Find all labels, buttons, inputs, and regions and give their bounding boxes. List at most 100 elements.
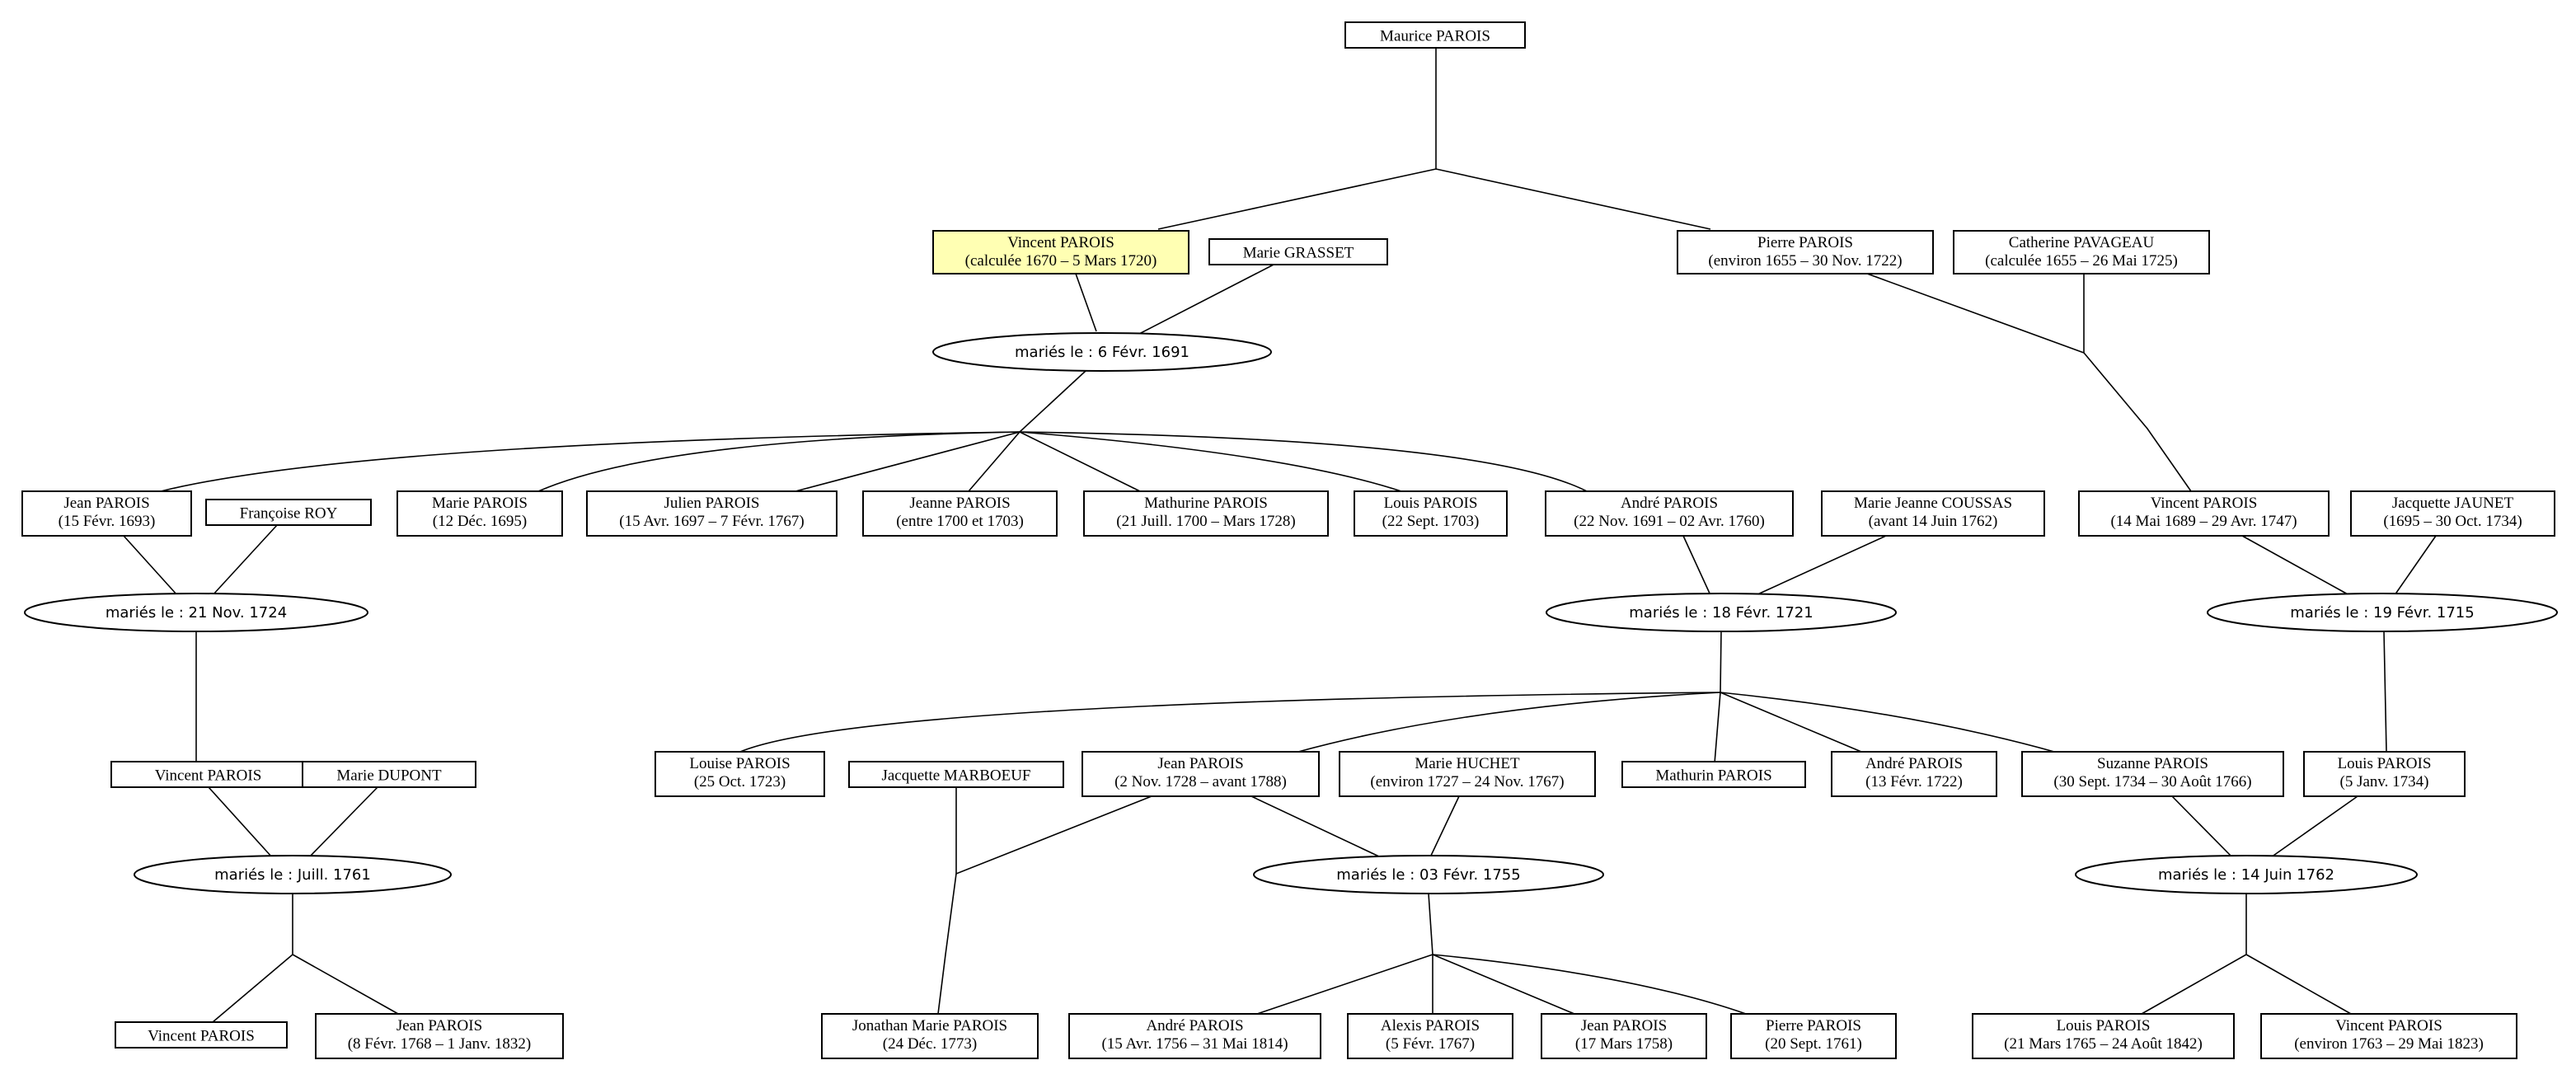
edge — [1428, 893, 1433, 955]
marriage-node-m1761[interactable]: mariés le : Juill. 1761 — [134, 855, 452, 894]
marriage-oval — [1546, 593, 1897, 632]
person-name: Alexis PAROIS — [1381, 1017, 1480, 1034]
person-node-grasset[interactable]: Marie GRASSET — [1208, 238, 1388, 265]
person-node-vincent5[interactable]: Vincent PAROIS(environ 1763 – 29 Mai 182… — [2260, 1013, 2517, 1059]
edge — [208, 786, 273, 858]
person-node-alexis[interactable]: Alexis PAROIS(5 Févr. 1767) — [1347, 1013, 1513, 1059]
person-node-dupont[interactable]: Marie DUPONT — [302, 761, 476, 788]
person-node-jean3[interactable]: Jean PAROIS(8 Févr. 1768 – 1 Janv. 1832) — [315, 1013, 564, 1059]
person-node-vincent3[interactable]: Vincent PAROIS — [110, 761, 306, 788]
edge — [968, 431, 1021, 492]
marriage-node-m1755[interactable]: mariés le : 03 Févr. 1755 — [1253, 855, 1604, 894]
person-name: Jonathan Marie PAROIS — [852, 1017, 1007, 1034]
person-box — [110, 761, 306, 788]
person-box — [396, 490, 563, 537]
edge — [1075, 273, 1097, 332]
person-node-roy[interactable]: Françoise ROY — [205, 499, 372, 526]
person-node-jean2[interactable]: Jean PAROIS(2 Nov. 1728 – avant 1788) — [1082, 751, 1320, 797]
edge — [212, 523, 279, 596]
edge — [2270, 795, 2358, 858]
person-node-louise[interactable]: Louise PAROIS(25 Oct. 1723) — [655, 751, 825, 797]
marriage-oval — [932, 332, 1272, 372]
person-node-marie1[interactable]: Marie PAROIS(12 Déc. 1695) — [396, 490, 563, 537]
person-dates: (14 Mai 1689 – 29 Avr. 1747) — [2110, 513, 2297, 530]
person-dates: (30 Sept. 1734 – 30 Août 1766) — [2053, 773, 2251, 790]
person-box — [115, 1021, 288, 1049]
person-node-huchet[interactable]: Marie HUCHET(environ 1727 – 24 Nov. 1767… — [1339, 751, 1596, 797]
person-box — [1347, 1013, 1513, 1059]
edge — [1297, 692, 1721, 753]
person-box — [821, 1013, 1039, 1059]
person-name: Jacquette MARBOEUF — [881, 767, 1030, 785]
person-name: Jacquette JAUNET — [2392, 495, 2514, 512]
marriage-oval — [134, 855, 452, 894]
person-name: Jean PAROIS — [1157, 755, 1243, 772]
person-node-coussas[interactable]: Marie Jeanne COUSSAS(avant 14 Juin 1762) — [1821, 490, 2045, 537]
person-node-vincent4[interactable]: Vincent PAROIS — [115, 1021, 288, 1049]
person-box — [1354, 490, 1508, 537]
person-node-pierre1[interactable]: Pierre PAROIS(environ 1655 – 30 Nov. 172… — [1677, 230, 1934, 274]
person-node-mathurin[interactable]: Mathurin PAROIS — [1621, 761, 1806, 788]
person-box — [862, 490, 1058, 537]
person-node-maurice[interactable]: Maurice PAROIS — [1344, 21, 1526, 49]
edge — [1714, 692, 1721, 764]
marriage-node-m1724[interactable]: mariés le : 21 Nov. 1724 — [24, 593, 368, 632]
person-node-andre3[interactable]: André PAROIS(15 Avr. 1756 – 31 Mai 1814) — [1068, 1013, 1321, 1059]
person-dates: (15 Févr. 1693) — [59, 513, 156, 530]
person-node-vincent2[interactable]: Vincent PAROIS(14 Mai 1689 – 29 Avr. 174… — [2078, 490, 2330, 537]
edge — [160, 431, 1021, 492]
person-node-jeanne[interactable]: Jeanne PAROIS(entre 1700 et 1703) — [862, 490, 1058, 537]
marriage-oval — [1253, 855, 1604, 894]
marriage-node-m1721[interactable]: mariés le : 18 Févr. 1721 — [1546, 593, 1897, 632]
person-dates: (25 Oct. 1723) — [694, 773, 786, 790]
person-box — [2260, 1013, 2517, 1059]
person-node-louis3[interactable]: Louis PAROIS(21 Mars 1765 – 24 Août 1842… — [1972, 1013, 2235, 1059]
person-node-jean4[interactable]: Jean PAROIS(17 Mars 1758) — [1541, 1013, 1707, 1059]
tree-edges — [123, 48, 2437, 1023]
person-node-jean1[interactable]: Jean PAROIS(15 Févr. 1693) — [21, 490, 192, 537]
marriage-label: mariés le : 21 Nov. 1724 — [106, 604, 287, 622]
person-name: Louis PAROIS — [2338, 755, 2432, 772]
edge — [795, 431, 1021, 492]
person-node-pierre2[interactable]: Pierre PAROIS(20 Sept. 1761) — [1730, 1013, 1897, 1059]
marriage-label: mariés le : 6 Févr. 1691 — [1015, 344, 1189, 361]
marriage-label: mariés le : 18 Févr. 1721 — [1629, 604, 1813, 622]
marriage-oval — [2207, 593, 2558, 632]
person-node-louis2[interactable]: Louis PAROIS(5 Janv. 1734) — [2303, 751, 2466, 797]
edge — [1157, 48, 1437, 230]
person-node-jonathan[interactable]: Jonathan Marie PAROIS(24 Déc. 1773) — [821, 1013, 1039, 1059]
person-dates: (5 Févr. 1767) — [1386, 1035, 1475, 1053]
person-dates: (15 Avr. 1756 – 31 Mai 1814) — [1101, 1035, 1288, 1053]
person-box — [1831, 751, 1997, 797]
person-dates: (1695 – 30 Oct. 1734) — [2383, 513, 2522, 530]
person-box — [2078, 490, 2330, 537]
edge — [123, 535, 178, 596]
person-node-jaunet[interactable]: Jacquette JAUNET(1695 – 30 Oct. 1734) — [2350, 490, 2555, 537]
person-box — [1953, 230, 2210, 274]
person-dates: (24 Déc. 1773) — [883, 1035, 978, 1053]
person-node-julien[interactable]: Julien PAROIS(15 Avr. 1697 – 7 Févr. 176… — [586, 490, 838, 537]
person-node-vincent1[interactable]: Vincent PAROIS(calculée 1670 – 5 Mars 17… — [932, 230, 1189, 274]
person-dates: (17 Mars 1758) — [1575, 1035, 1673, 1053]
marriage-node-m1762[interactable]: mariés le : 14 Juin 1762 — [2075, 855, 2418, 894]
person-node-suzanne[interactable]: Suzanne PAROIS(30 Sept. 1734 – 30 Août 1… — [2021, 751, 2284, 797]
edge — [937, 873, 957, 1015]
person-name: Louis PAROIS — [1384, 495, 1478, 512]
person-node-marboeuf[interactable]: Jacquette MARBOEUF — [848, 761, 1064, 788]
person-node-andre1[interactable]: André PAROIS(22 Nov. 1691 – 02 Avr. 1760… — [1545, 490, 1794, 537]
person-node-pavageau[interactable]: Catherine PAVAGEAU(calculée 1655 – 26 Ma… — [1953, 230, 2210, 274]
edge — [1432, 954, 1747, 1015]
person-name: Vincent PAROIS — [148, 1028, 255, 1045]
marriage-node-m1715[interactable]: mariés le : 19 Févr. 1715 — [2207, 593, 2558, 632]
marriage-node-m1691[interactable]: mariés le : 6 Févr. 1691 — [932, 332, 1272, 372]
person-node-louis1[interactable]: Louis PAROIS(22 Sept. 1703) — [1354, 490, 1508, 537]
edge — [2383, 631, 2387, 753]
person-name: Mathurine PAROIS — [1144, 495, 1268, 512]
person-node-andre2[interactable]: André PAROIS(13 Févr. 1722) — [1831, 751, 1997, 797]
person-node-mathurine[interactable]: Mathurine PAROIS(21 Juill. 1700 – Mars 1… — [1083, 490, 1329, 537]
person-name: Marie Jeanne COUSSAS — [1854, 495, 2012, 512]
person-dates: (22 Sept. 1703) — [1382, 513, 1480, 530]
person-box — [848, 761, 1064, 788]
person-box — [586, 490, 838, 537]
